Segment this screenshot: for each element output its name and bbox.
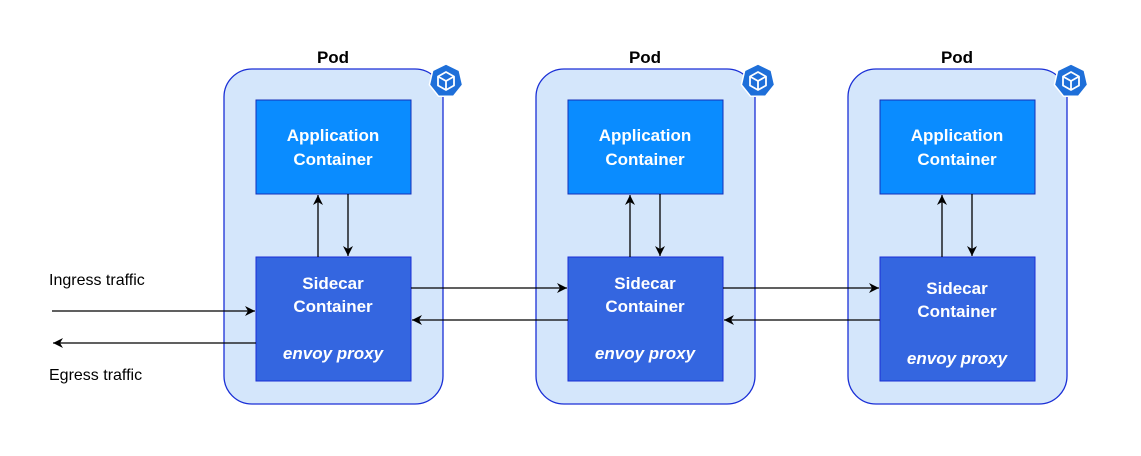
sidecar-container-label-line1: Sidecar: [926, 279, 988, 298]
pod-3: Pod Application Container Sidecar Contai…: [847, 48, 1089, 405]
pod-icon: [428, 63, 464, 98]
pod-1-sidecar-container: [255, 256, 412, 382]
sidecar-container-label-line2: Container: [605, 297, 685, 316]
application-container-label-line2: Container: [293, 150, 373, 169]
application-container-label-line2: Container: [605, 150, 685, 169]
pod-3-label: Pod: [941, 48, 973, 67]
application-container-label-line1: Application: [287, 126, 380, 145]
sidecar-container-label-line1: Sidecar: [614, 274, 676, 293]
pod-3-sidecar-container: [879, 256, 1036, 382]
pod-2-sidecar-container: [567, 256, 724, 382]
pod-2: Pod Application Container Sidecar Contai…: [535, 48, 776, 405]
pod-3-application-container: [879, 99, 1036, 195]
sidecar-container-label-line1: Sidecar: [302, 274, 364, 293]
pod-2-application-container: [567, 99, 724, 195]
pod-1-label: Pod: [317, 48, 349, 67]
application-container-label-line1: Application: [911, 126, 1004, 145]
egress-traffic-label: Egress traffic: [49, 367, 142, 384]
envoy-proxy-label: envoy proxy: [283, 344, 385, 363]
sidecar-container-label-line2: Container: [917, 302, 997, 321]
pod-1: Pod Application Container Sidecar Contai…: [223, 48, 464, 405]
pod-1-application-container: [255, 99, 412, 195]
application-container-label-line2: Container: [917, 150, 997, 169]
ingress-traffic-label: Ingress traffic: [49, 272, 145, 289]
envoy-proxy-label: envoy proxy: [595, 344, 697, 363]
sidecar-container-label-line2: Container: [293, 297, 373, 316]
application-container-label-line1: Application: [599, 126, 692, 145]
pod-icon: [740, 63, 776, 98]
pod-icon: [1053, 63, 1089, 98]
envoy-proxy-label: envoy proxy: [907, 349, 1009, 368]
pod-2-label: Pod: [629, 48, 661, 67]
